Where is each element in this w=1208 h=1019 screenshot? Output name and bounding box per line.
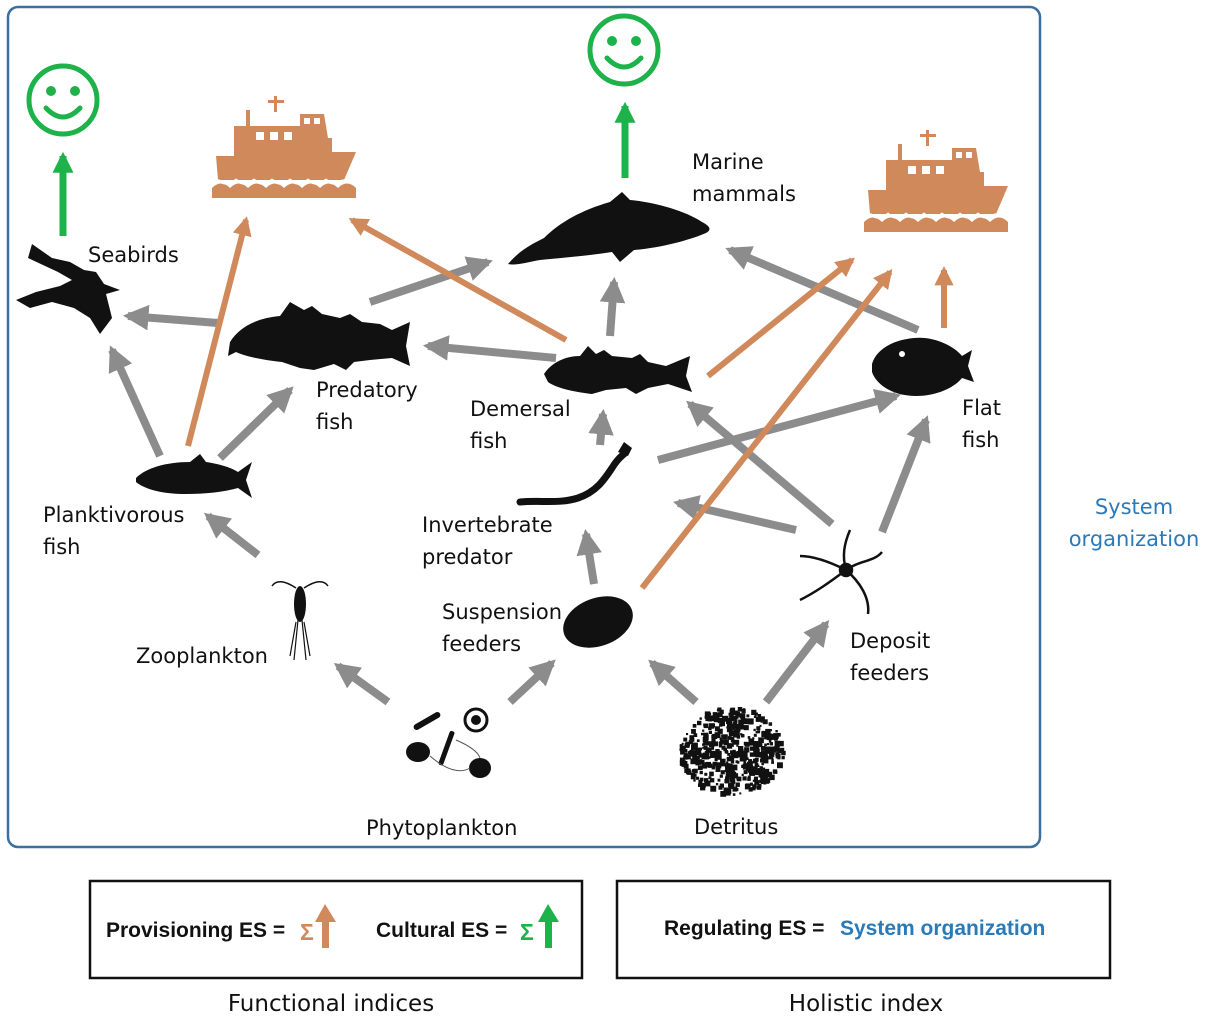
legend-regulating-value: System organization: [840, 917, 1045, 940]
dolphin-icon: [508, 192, 710, 265]
system-organization-line1: System: [1095, 495, 1173, 519]
arrow-mussel-to-worm: [576, 528, 602, 585]
caption-holistic-index: Holistic index: [789, 991, 943, 1017]
legend-provisioning-sigma: Σ: [300, 919, 314, 945]
label-detritus: Detritus: [694, 815, 778, 839]
phytoplankton-icon: [406, 707, 491, 778]
arrow-suspension-to-fishery: [639, 268, 893, 590]
label-suspension-feeders-line2: feeders: [442, 632, 521, 656]
arrow-predatory-to-mammals: [368, 256, 493, 306]
arrow-deposit-to-demersal: [686, 400, 835, 528]
label-deposit-feeders-line1: Deposit: [850, 629, 930, 653]
detritus-icon: [679, 707, 786, 797]
legend-provisioning-text: Provisioning ES =: [106, 919, 285, 942]
label-predatory-fish-line2: fish: [316, 410, 353, 434]
green-arrows: [52, 101, 636, 236]
arrow-demersal-to-predatory: [422, 335, 557, 362]
arrow-worm-to-flatfish: [656, 388, 901, 464]
system-frame: [6, 5, 1042, 849]
label-demersal-fish-line2: fish: [470, 429, 507, 453]
arrow-planktivorous-to-seabirds: [108, 345, 164, 458]
legend-holistic-box: Regulating ES = System organization: [615, 879, 1112, 980]
arrow-predatory-to-seabirds: [122, 304, 219, 331]
system-organization-line2: organization: [1069, 527, 1200, 551]
legend-cultural-text: Cultural ES =: [376, 919, 507, 942]
orange-arrows: [185, 216, 954, 590]
arrow-deposit-to-flatfish: [878, 415, 931, 534]
arrow-phyto-to-zooplankton: [333, 662, 391, 706]
label-zooplankton: Zooplankton: [136, 644, 268, 668]
label-planktivorous-fish-line1: Planktivorous: [43, 503, 184, 527]
arrow-phyto-to-suspension: [507, 659, 556, 705]
green-up-arrow-icon: [538, 904, 559, 948]
node-labels: Seabirds Marine mammals Predatory fish D…: [43, 150, 1001, 840]
brittle-star-icon: [799, 529, 883, 615]
label-marine-mammals-line2: mammals: [692, 182, 796, 206]
arrow-zooplankton-to-planktivorous: [203, 512, 261, 559]
label-planktivorous-fish-line2: fish: [43, 535, 80, 559]
label-deposit-feeders-line2: feeders: [850, 661, 929, 685]
label-seabirds: Seabirds: [88, 243, 179, 267]
label-flat-fish-line2: fish: [962, 428, 999, 452]
smiley-face-icon: [29, 66, 97, 134]
flatfish-icon: [872, 337, 974, 396]
label-flat-fish-line1: Flat: [962, 396, 1001, 420]
arrow-deposit-to-worm: [673, 495, 797, 534]
mussel-icon: [563, 596, 633, 648]
arrow-flatfish-to-mammals: [725, 246, 920, 334]
system-organization-label: System organization: [1069, 495, 1200, 551]
gray-arrows: [108, 246, 931, 706]
smiley-face-icon: [590, 16, 658, 84]
arrow-planktivorous-to-predatory: [217, 386, 294, 461]
fish-icon: [544, 346, 692, 394]
fish-icon: [228, 302, 410, 370]
label-predatory-fish-line1: Predatory: [316, 378, 418, 402]
worm-head: [618, 442, 632, 456]
label-invertebrate-predator-line2: predator: [422, 545, 513, 569]
label-phytoplankton: Phytoplankton: [366, 816, 517, 840]
orange-up-arrow-icon: [315, 904, 336, 948]
arrow-demersal-to-fishery: [348, 217, 568, 343]
arrow-detritus-to-suspension: [648, 659, 699, 705]
arrow-planktivorous-to-fishery: [185, 216, 252, 447]
caption-functional-indices: Functional indices: [228, 991, 434, 1017]
label-marine-mammals-line1: Marine: [692, 150, 764, 174]
fish-icon: [136, 454, 252, 498]
worm-icon: [516, 450, 628, 506]
legend-functional-box: Provisioning ES = Σ Cultural ES = Σ: [88, 879, 584, 980]
label-suspension-feeders-line1: Suspension: [442, 600, 562, 624]
seabird-icon: [16, 244, 120, 334]
copepod-icon: [271, 581, 329, 661]
flatfish-eye: [899, 351, 905, 357]
fishing-boat-icon: [210, 94, 358, 200]
legend-regulating-text: Regulating ES =: [664, 917, 824, 940]
label-demersal-fish-line1: Demersal: [470, 397, 571, 421]
legend-cultural-sigma: Σ: [520, 919, 534, 945]
label-invertebrate-predator-line1: Invertebrate: [422, 513, 553, 537]
arrow-demersal-to-fishery-right: [706, 257, 855, 379]
fishing-boat-icon: [862, 128, 1010, 234]
arrow-detritus-to-deposit: [762, 619, 830, 705]
arrow-demersal-to-mammals: [599, 276, 626, 337]
arrow-worm-to-demersal: [588, 408, 614, 446]
